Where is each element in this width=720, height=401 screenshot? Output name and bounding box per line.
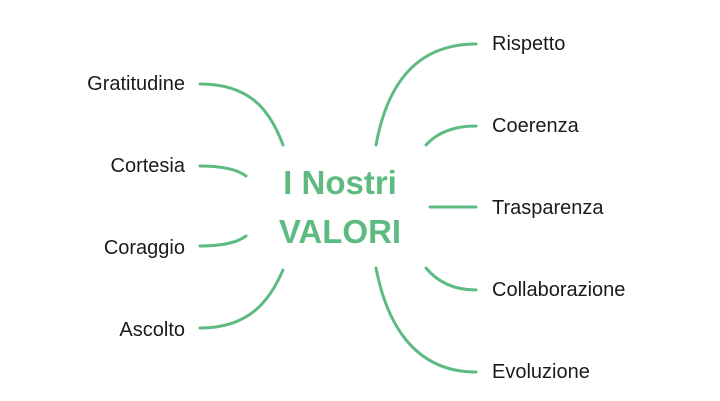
center-title-line1: I Nostri bbox=[283, 164, 397, 201]
connector-coraggio bbox=[198, 234, 248, 248]
center-title-line2: VALORI bbox=[278, 213, 402, 250]
connector-coerenza bbox=[424, 124, 478, 147]
connector-rispetto bbox=[374, 42, 478, 147]
value-rispetto: Rispetto bbox=[492, 33, 566, 55]
value-coraggio: Coraggio bbox=[103, 237, 185, 259]
value-collaborazione: Collaborazione bbox=[492, 279, 626, 301]
connector-ascolto bbox=[198, 268, 285, 330]
value-ascolto: Ascolto bbox=[119, 319, 185, 341]
value-trasparenza: Trasparenza bbox=[492, 197, 604, 219]
connector-gratitudine bbox=[198, 82, 285, 147]
value-coerenza: Coerenza bbox=[492, 115, 579, 137]
value-cortesia: Cortesia bbox=[110, 155, 185, 177]
value-evoluzione: Evoluzione bbox=[492, 361, 590, 383]
connector-evoluzione bbox=[374, 266, 478, 374]
connector-collaborazione bbox=[424, 266, 478, 292]
connector-cortesia bbox=[198, 164, 248, 178]
value-gratitudine: Gratitudine bbox=[87, 73, 185, 95]
